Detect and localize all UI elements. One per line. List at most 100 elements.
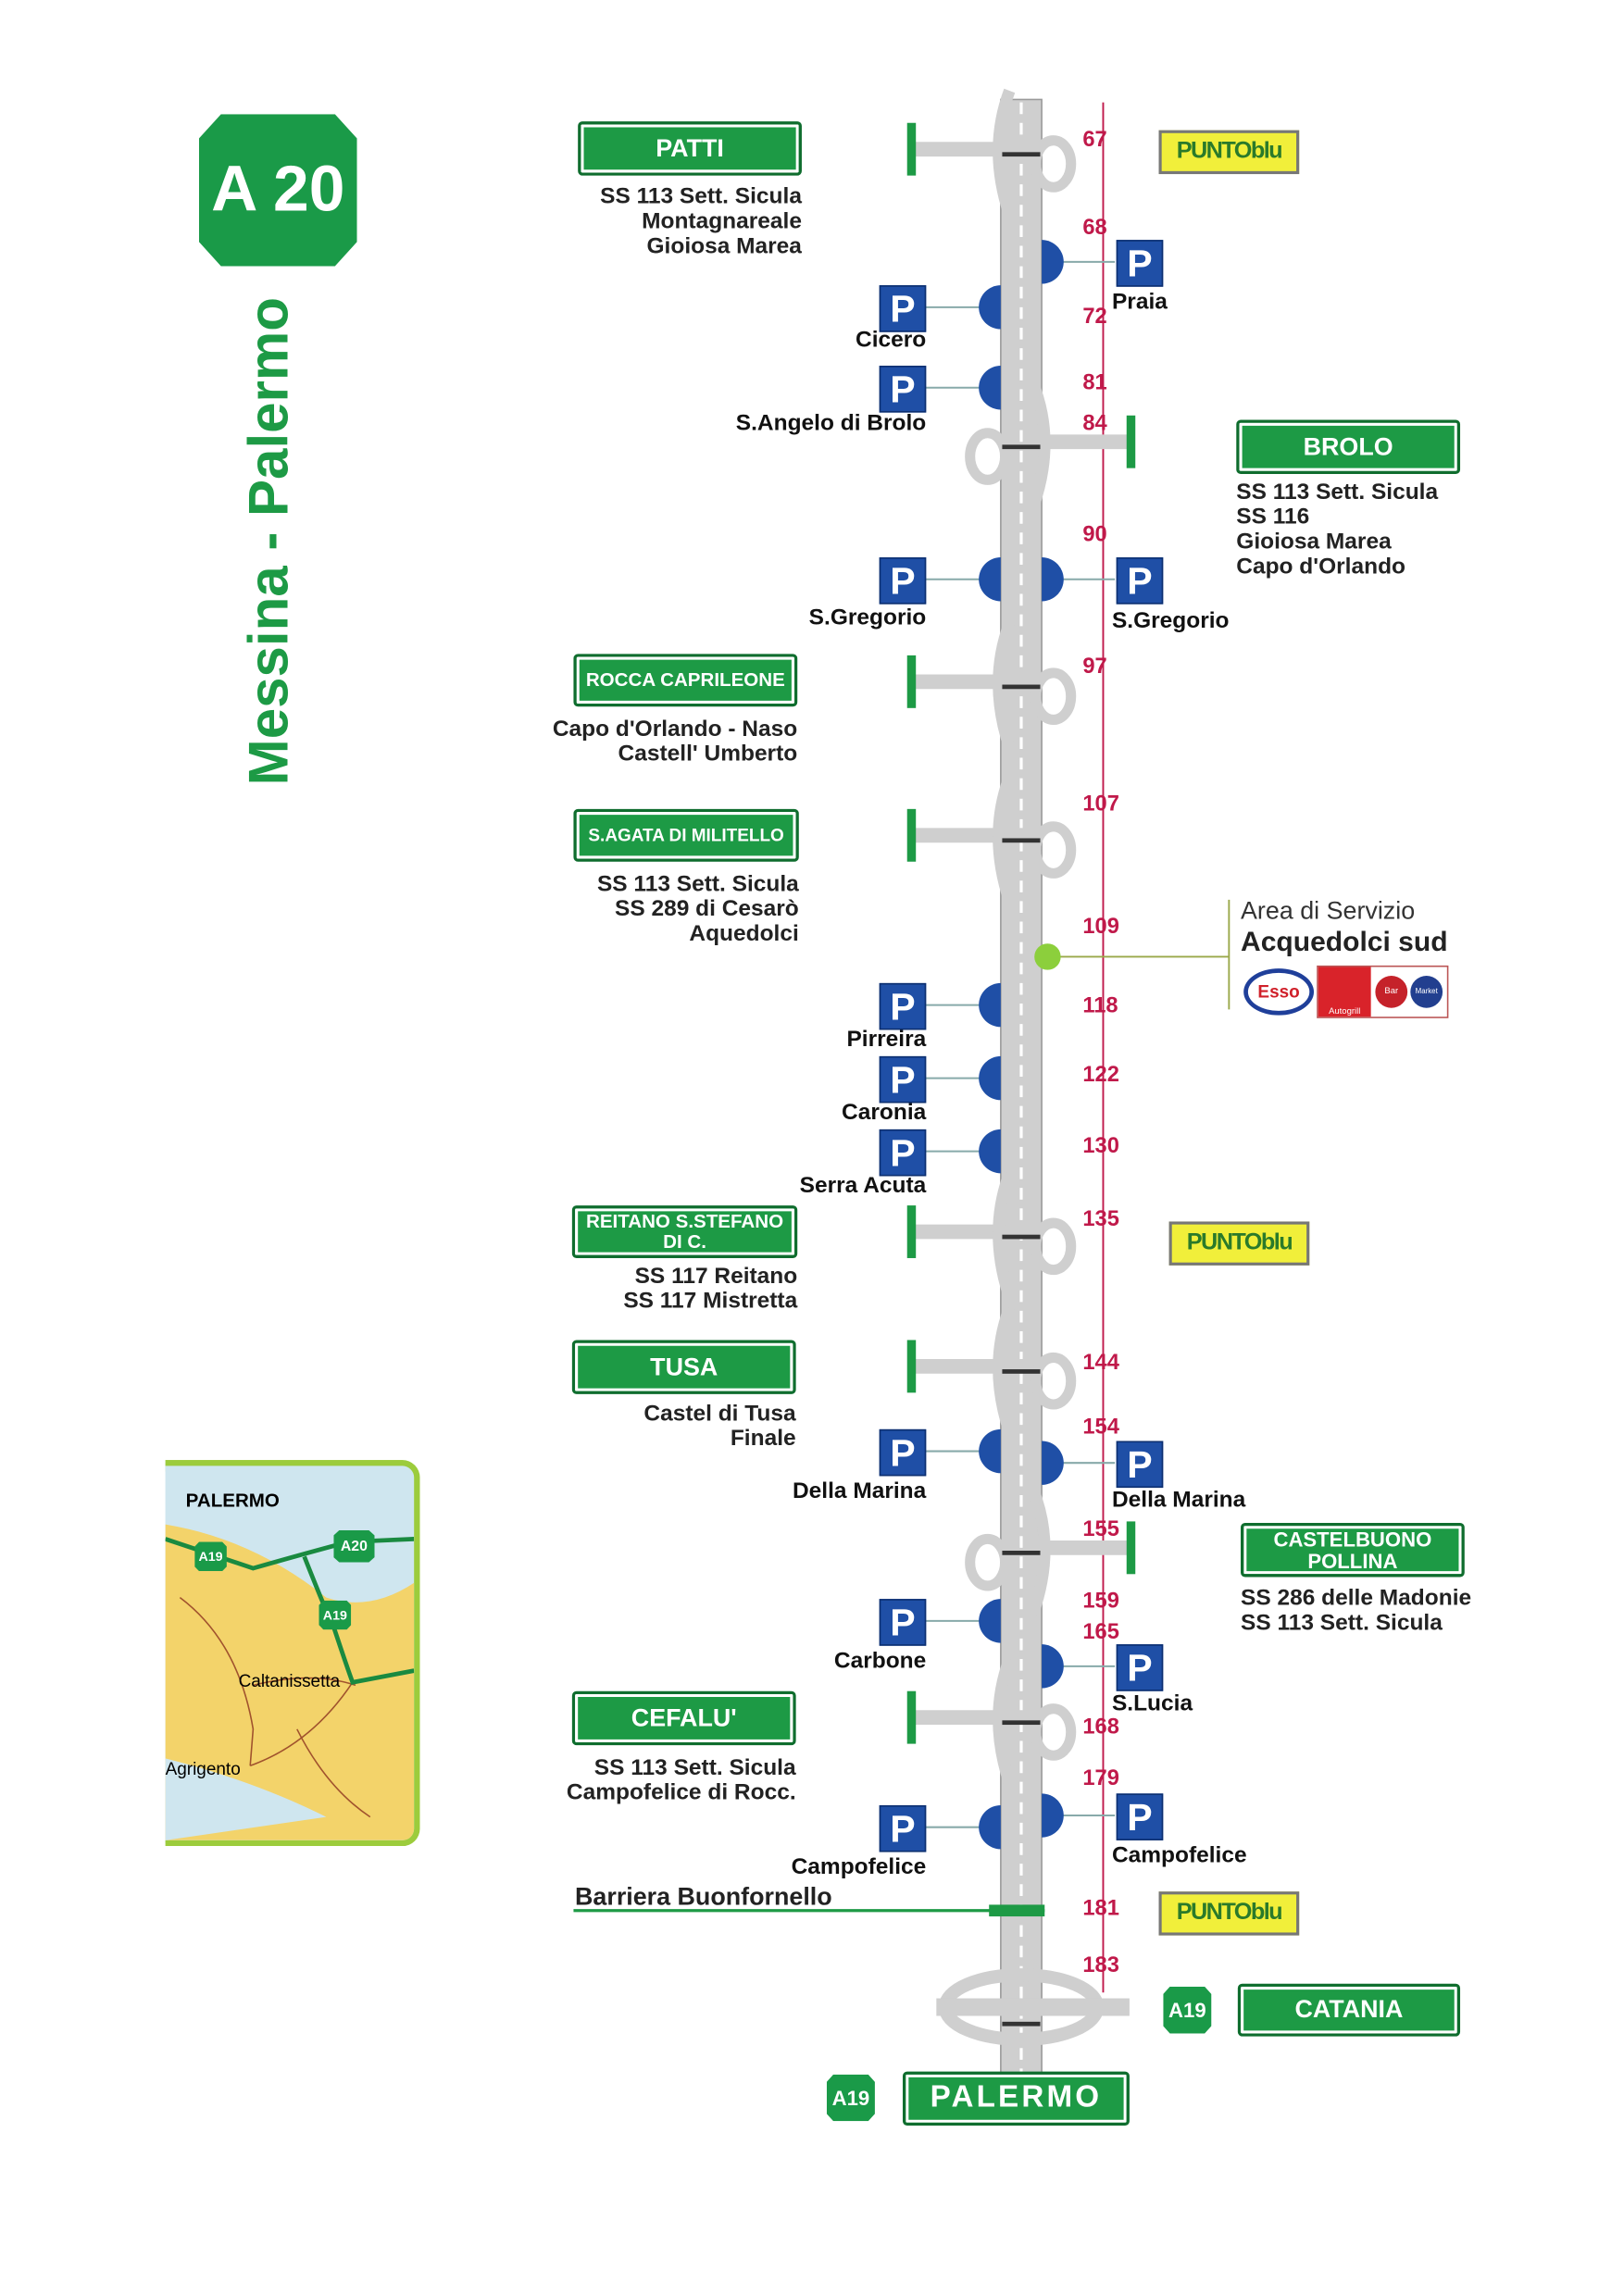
- exit-ramp-stub: [906, 122, 917, 176]
- bar-logo: Bar: [1375, 975, 1408, 1008]
- exit-destination: Campofelice di Rocc.: [566, 1780, 796, 1805]
- parking-junction: [924, 1599, 1001, 1643]
- parking-icon[interactable]: P: [1116, 1441, 1164, 1489]
- exit-sign-1[interactable]: BROLO: [1236, 419, 1461, 474]
- parking-area-label: Campofelice: [791, 1854, 927, 1880]
- km-marker: 109: [1082, 914, 1119, 940]
- parking-icon[interactable]: P: [879, 1804, 927, 1852]
- service-area-label: Area di Servizio: [1241, 896, 1416, 925]
- exit-ramp-stub: [1126, 1521, 1136, 1575]
- exit-destination: SS 113 Sett. Sicula: [1241, 1610, 1443, 1636]
- parking-icon[interactable]: P: [1116, 240, 1164, 287]
- parking-area-label: S.Lucia: [1111, 1690, 1193, 1716]
- parking-junction: [1042, 1644, 1116, 1689]
- exit-sign-4[interactable]: REITANO S.STEFANO DI C.: [571, 1205, 798, 1258]
- parking-icon[interactable]: P: [879, 366, 927, 413]
- parking-junction: [924, 366, 1001, 410]
- km-marker: 72: [1082, 304, 1107, 330]
- exit-palermo[interactable]: PALERMO: [902, 2071, 1130, 2127]
- exit-sign-0[interactable]: PATTI: [578, 121, 802, 176]
- parking-icon[interactable]: P: [1116, 557, 1164, 605]
- km-marker: 154: [1082, 1415, 1119, 1440]
- inset-a20-shield: A20: [333, 1529, 375, 1563]
- parking-junction: [1042, 240, 1116, 284]
- km-marker: 165: [1082, 1619, 1119, 1645]
- exit-sign-7[interactable]: CEFALU': [571, 1690, 796, 1746]
- km-marker: 84: [1082, 411, 1107, 436]
- km-marker: 144: [1082, 1350, 1119, 1376]
- km-marker: 159: [1082, 1589, 1119, 1614]
- exit-ramp-stub: [906, 1340, 917, 1393]
- exit-sign-3[interactable]: S.AGATA DI MILITELLO: [573, 808, 799, 862]
- parking-icon[interactable]: P: [879, 1428, 927, 1477]
- exit-sign-5[interactable]: TUSA: [571, 1340, 796, 1394]
- parking-area-label: Della Marina: [792, 1478, 927, 1504]
- exit-destination: SS 113 Sett. Sicula: [596, 871, 799, 897]
- parking-area-label: Praia: [1111, 289, 1168, 315]
- a19-shield-catania: A19: [1163, 1986, 1212, 2034]
- exit-destination: SS 117 Mistretta: [623, 1289, 798, 1315]
- exit-destination: Gioiosa Marea: [1236, 530, 1392, 555]
- parking-area-label: Serra Acuta: [799, 1173, 927, 1199]
- exit-destination: Capo d'Orlando - Naso: [552, 717, 798, 742]
- km-marker: 68: [1082, 215, 1107, 241]
- parking-icon[interactable]: P: [879, 982, 927, 1030]
- inset-city-agrigento: Agrigento: [165, 1758, 241, 1779]
- parking-junction: [924, 1428, 1001, 1474]
- parking-junction: [924, 1055, 1001, 1101]
- interchange: [914, 1171, 1077, 1300]
- inset-a19-shield: A19: [194, 1541, 227, 1572]
- esso-logo: Esso: [1243, 968, 1315, 1016]
- interchange: [914, 1656, 1077, 1786]
- market-logo: Market: [1410, 975, 1443, 1008]
- parking-icon[interactable]: P: [879, 285, 927, 332]
- parking-junction: [924, 982, 1001, 1028]
- autogrill-mark: Autogrill: [1318, 967, 1371, 1017]
- parking-icon[interactable]: P: [879, 557, 927, 605]
- exit-destination: SS 116: [1236, 505, 1310, 530]
- parking-icon[interactable]: P: [879, 1599, 927, 1646]
- exit-destination: Finale: [730, 1426, 796, 1452]
- exit-catania[interactable]: CATANIA: [1237, 1983, 1461, 2037]
- interchange: [914, 1305, 1077, 1435]
- parking-icon[interactable]: P: [1116, 1644, 1164, 1691]
- parking-area-label: Della Marina: [1111, 1488, 1246, 1513]
- terminal-interchange: [936, 1968, 1130, 2046]
- parking-junction: [924, 1129, 1001, 1174]
- parking-area-label: S.Angelo di Brolo: [735, 411, 927, 436]
- km-marker: 130: [1082, 1133, 1119, 1159]
- parking-icon[interactable]: P: [1116, 1793, 1164, 1840]
- parking-area-label: Carbone: [833, 1648, 927, 1674]
- km-marker: 179: [1082, 1765, 1119, 1791]
- parking-area-label: S.Gregorio: [808, 605, 927, 631]
- puntoblu-badge: PUNTOblu: [1158, 130, 1300, 175]
- exit-destination: SS 113 Sett. Sicula: [600, 184, 802, 209]
- parking-icon[interactable]: P: [879, 1055, 927, 1104]
- exit-sign-6[interactable]: CASTELBUONO POLLINA: [1241, 1522, 1465, 1578]
- puntoblu-badge: PUNTOblu: [1158, 1891, 1300, 1936]
- autogrill-logo: Autogrill Bar Market: [1317, 965, 1449, 1018]
- parking-junction: [1042, 1441, 1116, 1485]
- exit-destination: Castell' Umberto: [618, 742, 798, 767]
- exit-destination: Gioiosa Marea: [646, 233, 802, 259]
- exit-sign-2[interactable]: ROCCA CAPRILEONE: [573, 654, 798, 707]
- parking-area-label: Caronia: [842, 1100, 927, 1126]
- inset-city-caltanissetta: Caltanissetta: [238, 1670, 341, 1691]
- parking-area-label: Cicero: [856, 327, 927, 353]
- interchange: [965, 380, 1130, 510]
- km-marker: 155: [1082, 1516, 1119, 1542]
- km-marker: 181: [1082, 1895, 1119, 1921]
- service-area-name[interactable]: Acquedolci sud: [1241, 927, 1448, 959]
- km-marker: 168: [1082, 1714, 1119, 1740]
- exit-destination: SS 286 delle Madonie: [1241, 1585, 1472, 1611]
- sicily-map: [165, 1524, 415, 1840]
- exit-destination: Castel di Tusa: [643, 1401, 796, 1427]
- parking-icon[interactable]: P: [879, 1129, 927, 1177]
- service-area-dot: [1034, 943, 1061, 970]
- parking-junction: [924, 285, 1001, 330]
- km-marker: 67: [1082, 127, 1107, 153]
- exit-destination: Aquedolci: [689, 921, 799, 947]
- parking-area-label: Campofelice: [1111, 1843, 1247, 1868]
- exit-destination: SS 289 di Cesarò: [615, 896, 799, 922]
